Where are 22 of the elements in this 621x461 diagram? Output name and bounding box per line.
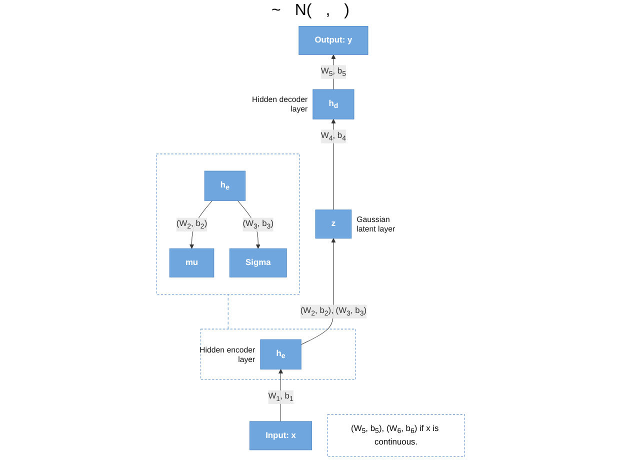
math-symbol: ~: [271, 2, 281, 20]
edge-label: W$_{4}$, b$_{4}$: [320, 131, 346, 142]
node-box: h$_{d}$: [312, 89, 354, 120]
math-symbol: ): [344, 2, 350, 20]
edge-label: (W$_{3}$, b$_{3}$): [242, 219, 274, 230]
node-box: h$_{e}$: [260, 339, 302, 370]
edge-label: W$_{5}$, b$_{5}$: [320, 66, 346, 78]
node-box: Input: x: [250, 421, 312, 450]
node-box: z: [315, 210, 352, 239]
math-symbol: N(: [294, 2, 312, 20]
node-box: mu: [169, 248, 214, 278]
node-box: Sigma: [229, 248, 287, 278]
edge-label: W$_{1}$, b$_{1}$: [268, 392, 294, 402]
node-box: Output: y: [298, 26, 368, 55]
node-box: (W$_{5}$, b$_{5}$), (W$_{6}$, b$_{6}$) if x is continuous.: [327, 414, 465, 458]
math-symbol: ,: [326, 2, 330, 20]
cluster: [156, 154, 300, 294]
arrow: [300, 238, 336, 345]
node-box: h$_{e}$: [204, 170, 246, 201]
edge-label: (W$_{2}$, b$_{2}$), (W$_{3}$, b$_{3}$): [300, 306, 367, 317]
cluster: [200, 328, 356, 380]
edge-label: (W$_{2}$, b$_{2}$): [176, 219, 208, 230]
